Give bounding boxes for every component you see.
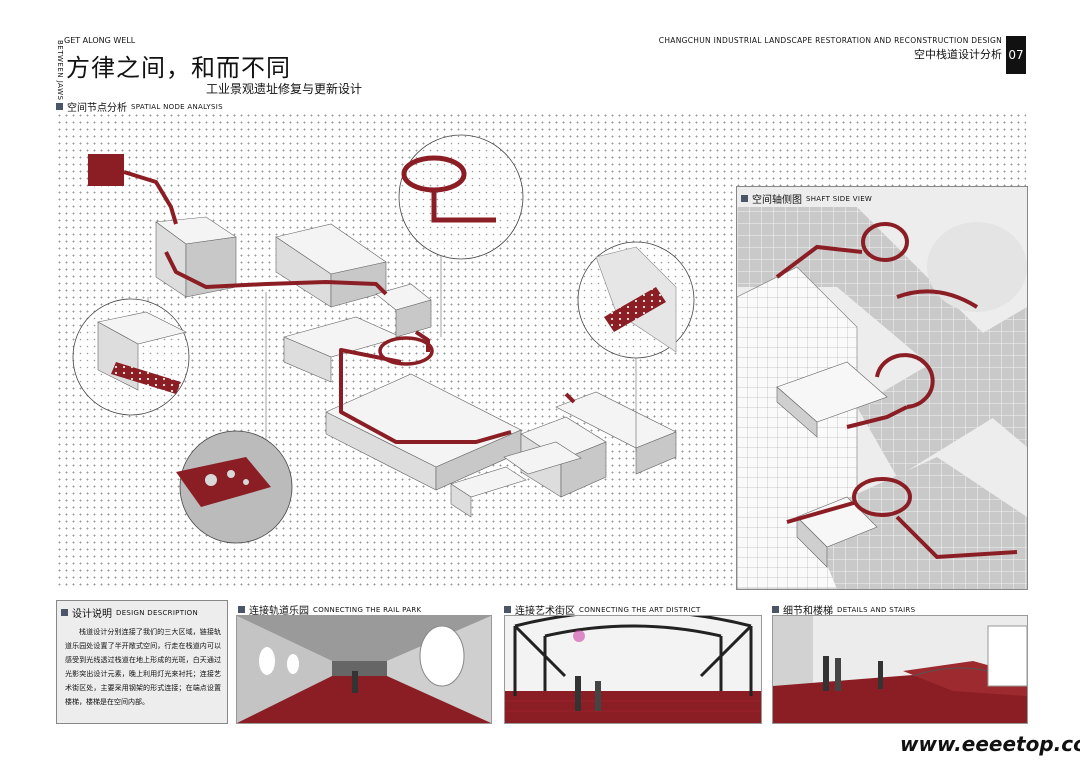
bullet-square-icon (238, 606, 245, 613)
bullet-square-icon (61, 609, 68, 616)
site-axonometric-drawing (72, 134, 695, 544)
panel-title-en: CONNECTING THE RAIL PARK (313, 605, 422, 614)
ring-node-center (378, 336, 434, 366)
detail-circle-4 (577, 241, 695, 359)
building-block-7 (375, 283, 432, 338)
detail-circle-1 (72, 298, 190, 416)
detail-circle-2 (176, 430, 293, 544)
shaft-axonometric-drawing (737, 187, 1027, 589)
shaft-view-panel: 空间轴侧图 SHAFT SIDE VIEW (736, 186, 1028, 590)
panel-title-cn: 细节和楼梯 (783, 606, 833, 617)
description-title-en: DESIGN DESCRIPTION (116, 608, 198, 617)
project-title-en: CHANGCHUN INDUSTRIAL LANDSCAPE RESTORATI… (658, 36, 1002, 45)
page-subtitle: 工业景观遗址修复与更新设计 (206, 82, 363, 96)
watermark: www.eeeetop.com (900, 732, 1080, 756)
spatial-node-title-cn: 空间节点分析 (67, 103, 127, 114)
panel-title-cn: 连接艺术街区 (515, 606, 575, 617)
panel-title-rail-park: 连接轨道乐园 CONNECTING THE RAIL PARK (238, 602, 421, 617)
bullet-square-icon (772, 606, 779, 613)
shaft-view-title-cn: 空间轴侧图 (752, 195, 802, 206)
render-details-stairs (772, 615, 1028, 724)
walkway-start-box (88, 154, 124, 186)
panel-title-cn: 连接轨道乐园 (249, 606, 309, 617)
detail-circle-3 (398, 134, 524, 260)
page-number: 07 (1006, 36, 1026, 74)
skywalk-path (88, 154, 576, 444)
bullet-square-icon (56, 103, 63, 110)
description-title: 设计说明 DESIGN DESCRIPTION (61, 605, 198, 620)
tagline: GET ALONG WELL (64, 36, 136, 45)
vertical-label: BETWEEN JAWS (56, 40, 64, 101)
panel-title-en: CONNECTING THE ART DISTRICT (579, 605, 701, 614)
spatial-node-title-en: SPATIAL NODE ANALYSIS (131, 102, 223, 111)
description-body: 栈道设计分别连接了我们的三大区域，链接轨道乐园处设置了半开敞式空间，行走在栈道内… (65, 628, 221, 706)
page-title-cn: 方律之间，和而不同 (66, 54, 291, 82)
building-block-5 (555, 391, 677, 475)
render-rail-park (236, 615, 492, 724)
description-panel: 设计说明 DESIGN DESCRIPTION 栈道设计分别连接了我们的三大区域… (56, 600, 228, 724)
shaft-view-title: 空间轴侧图 SHAFT SIDE VIEW (741, 191, 872, 206)
render-art-district (504, 615, 762, 724)
bullet-square-icon (741, 195, 748, 202)
description-title-cn: 设计说明 (72, 609, 112, 620)
section-heading: 空中栈道设计分析 (914, 48, 1002, 61)
building-block-2 (275, 223, 387, 308)
panel-title-en: DETAILS AND STAIRS (837, 605, 916, 614)
panel-title-art-district: 连接艺术街区 CONNECTING THE ART DISTRICT (504, 602, 701, 617)
bullet-square-icon (504, 606, 511, 613)
spatial-node-title: 空间节点分析 SPATIAL NODE ANALYSIS (56, 99, 223, 114)
shaft-view-title-en: SHAFT SIDE VIEW (806, 194, 873, 203)
building-block-6 (450, 441, 582, 518)
panel-title-details: 细节和楼梯 DETAILS AND STAIRS (772, 602, 915, 617)
